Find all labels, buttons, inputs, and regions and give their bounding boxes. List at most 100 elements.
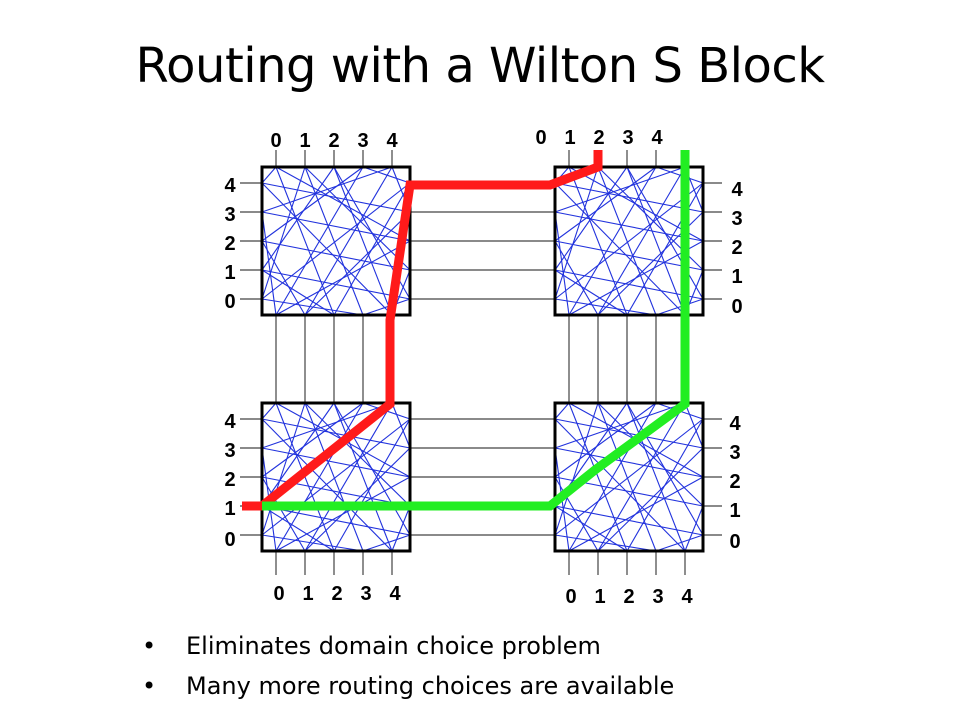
switch-wire (554, 182, 704, 300)
switch-wire (261, 269, 335, 316)
right-upper-track-label: 3 (731, 208, 742, 230)
bullet-item: •Eliminates domain choice problem (140, 626, 674, 666)
top-right-track-label: 1 (564, 127, 575, 149)
switch-wire (554, 269, 628, 316)
switch-wire (554, 211, 704, 242)
switch-wire (655, 534, 704, 552)
switch-block-border (553, 165, 705, 317)
left-lower-track-label: 2 (224, 469, 235, 491)
switch-wire (304, 166, 393, 316)
switch-wire (597, 447, 704, 552)
switch-wire (626, 182, 704, 316)
bottom-right-track-label: 1 (594, 586, 605, 608)
switch-wire (261, 182, 411, 213)
switch-wire (304, 402, 393, 552)
switch-wire (261, 418, 393, 552)
switch-wire (597, 166, 657, 316)
green-route (262, 150, 690, 511)
bullet-icon: • (142, 632, 157, 660)
switch-wire (261, 505, 335, 552)
switch-wire (597, 402, 686, 552)
switch-wire (597, 166, 686, 316)
switch-wire (684, 402, 704, 449)
left-lower-track-label: 3 (224, 440, 235, 462)
left-lower-track-label: 1 (224, 498, 235, 520)
right-upper-track-label: 2 (731, 237, 742, 259)
switch-wire (304, 402, 411, 507)
switch-wire (554, 418, 704, 536)
switch-wire (261, 182, 411, 300)
bottom-right-track-label: 4 (681, 586, 693, 608)
right-lower-track-label: 3 (729, 442, 740, 464)
switch-wire (597, 402, 657, 552)
switch-wire (304, 447, 411, 552)
left-lower-track-label: 4 (224, 411, 236, 433)
left-upper-track-label: 3 (224, 204, 235, 226)
left-lower-track-label: 0 (224, 529, 235, 551)
slide-title: Routing with a Wilton S Block (135, 38, 825, 94)
switch-wire (333, 402, 393, 552)
switch-blocks (260, 165, 705, 553)
switch-wire (626, 166, 686, 316)
switch-wire (304, 211, 411, 316)
right-lower-track-label: 4 (729, 413, 741, 435)
switch-block (260, 165, 412, 317)
switch-wire (568, 166, 628, 316)
top-right-track-label: 0 (535, 127, 546, 149)
switch-wire (261, 211, 411, 242)
top-left-track-label: 4 (386, 130, 398, 152)
right-upper-track-label: 0 (731, 296, 742, 318)
switch-block-border (553, 401, 705, 553)
bottom-left-track-label: 3 (360, 583, 371, 605)
top-left-track-label: 2 (328, 130, 339, 152)
top-right-track-label: 3 (622, 127, 633, 149)
bottom-left-track-label: 1 (302, 583, 313, 605)
switch-wire (261, 298, 364, 316)
switch-wire (304, 402, 364, 552)
top-right-track-label: 4 (651, 127, 663, 149)
switch-wire (391, 505, 411, 552)
switch-block-border (260, 165, 412, 317)
switch-wire (554, 418, 686, 552)
switch-wire (333, 418, 411, 552)
left-upper-track-label: 0 (224, 291, 235, 313)
red-route (242, 150, 603, 511)
switch-wire (261, 402, 277, 420)
switch-wire (261, 402, 364, 478)
right-lower-track-label: 2 (729, 471, 740, 493)
switch-wire (275, 166, 335, 316)
bullet-icon: • (142, 672, 157, 700)
switch-wire (655, 298, 704, 316)
left-upper-track-label: 4 (224, 175, 236, 197)
switch-wire (261, 418, 411, 536)
bottom-right-track-label: 3 (652, 586, 663, 608)
bullet-list: •Eliminates domain choice problem •Many … (140, 626, 674, 706)
switch-wire (554, 298, 657, 316)
top-right-track-label: 2 (593, 127, 604, 149)
switch-wire (261, 166, 277, 184)
switch-wire (626, 402, 686, 552)
switch-wire (261, 402, 306, 536)
switch-wire (554, 402, 657, 478)
switch-wire (597, 402, 704, 507)
right-upper-track-label: 1 (731, 266, 742, 288)
switch-wire (261, 418, 411, 449)
switch-wire (261, 447, 411, 478)
right-upper-track-label: 4 (731, 179, 743, 201)
switch-wire (261, 240, 411, 271)
switch-wire (554, 505, 628, 552)
switch-wire (362, 298, 411, 316)
top-left-track-label: 1 (299, 130, 310, 152)
bottom-right-track-label: 2 (623, 586, 634, 608)
switch-wire (554, 166, 657, 242)
switch-wire (261, 166, 364, 242)
switch-wire (304, 166, 411, 271)
switch-wire (261, 534, 364, 552)
switch-wire (554, 534, 657, 552)
bottom-right-track-label: 0 (565, 586, 576, 608)
switch-wire (554, 182, 686, 316)
switch-wire (568, 402, 628, 552)
right-lower-track-label: 1 (729, 500, 740, 522)
switch-wire (554, 166, 599, 300)
